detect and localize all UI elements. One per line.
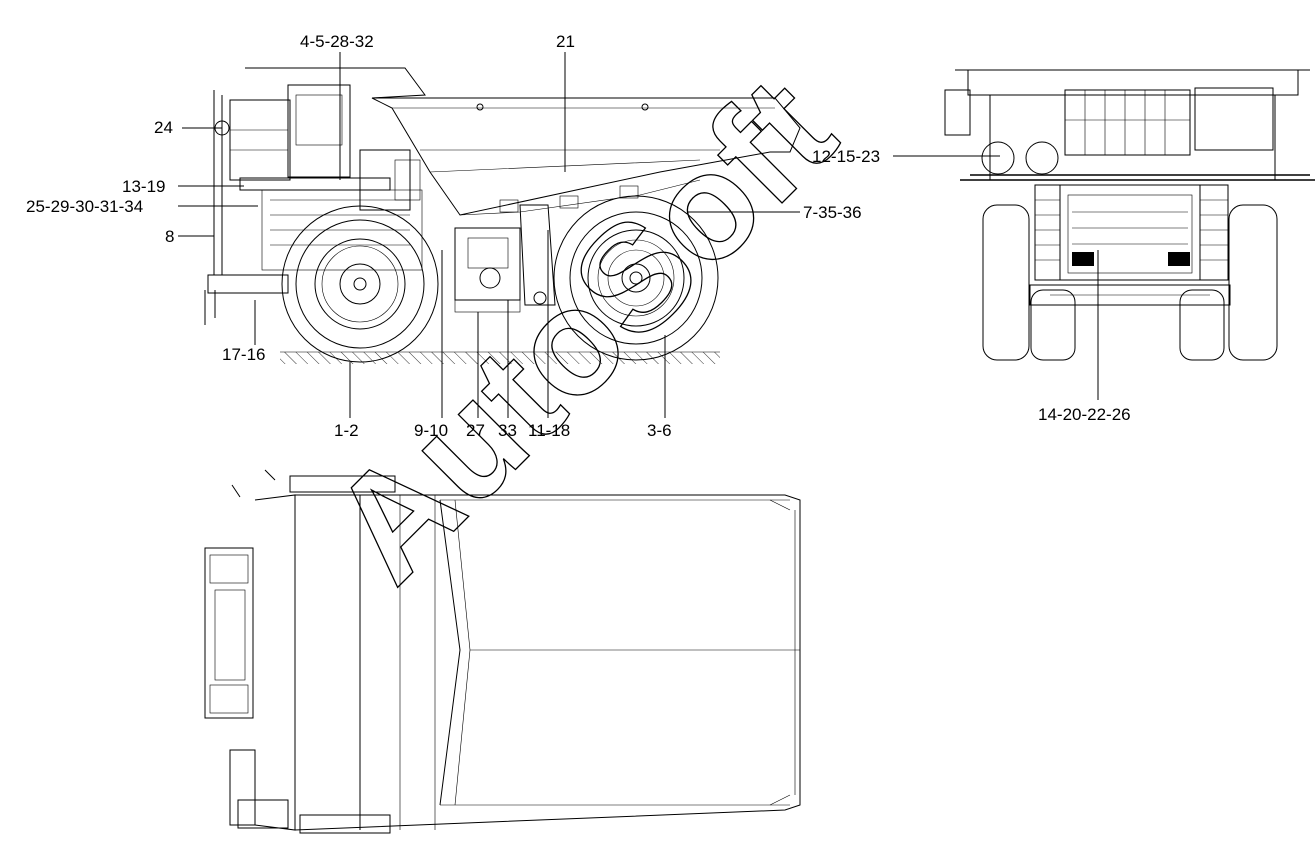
top-view-truck	[204, 469, 801, 834]
side-view-leaders	[178, 52, 800, 418]
rear-view-truck	[893, 69, 1315, 400]
rear-tire-left-inner	[1030, 289, 1076, 361]
rear-tire-left-outer	[982, 204, 1030, 361]
callout-21: 21	[556, 32, 575, 51]
callout-17-16: 17-16	[222, 345, 265, 364]
callout-8: 8	[165, 227, 174, 246]
rear-wheel	[553, 195, 719, 361]
callout-25-29-30-31-34: 25-29-30-31-34	[26, 197, 143, 216]
watermark: AutoSoft	[299, 46, 865, 612]
callout-13-19: 13-19	[122, 177, 165, 196]
callout-33: 33	[498, 421, 517, 440]
callout-1-2: 1-2	[334, 421, 359, 440]
engine-frame	[261, 189, 556, 313]
callout-12-15-23: 12-15-23	[812, 147, 880, 166]
callout-9-10: 9-10	[414, 421, 448, 440]
rear-tire-right-inner	[1179, 289, 1225, 361]
cab	[204, 84, 421, 325]
rear-tire-right-outer	[1228, 204, 1278, 361]
callout-11-18: 11-18	[528, 421, 570, 440]
dump-body	[245, 67, 801, 216]
ground-line	[280, 352, 720, 364]
side-view-truck	[178, 52, 801, 418]
front-wheel	[281, 205, 439, 363]
callout-7-35-36: 7-35-36	[803, 203, 862, 222]
callout-3-6: 3-6	[647, 421, 672, 440]
callout-14-20-22-26: 14-20-22-26	[1038, 405, 1131, 424]
callout-4-5-28-32: 4-5-28-32	[300, 32, 374, 51]
callout-24: 24	[154, 118, 173, 137]
callout-27: 27	[466, 421, 485, 440]
callout-labels: 4-5-28-32 21 24 12-15-23 13-19 25-29-30-…	[26, 32, 1131, 440]
